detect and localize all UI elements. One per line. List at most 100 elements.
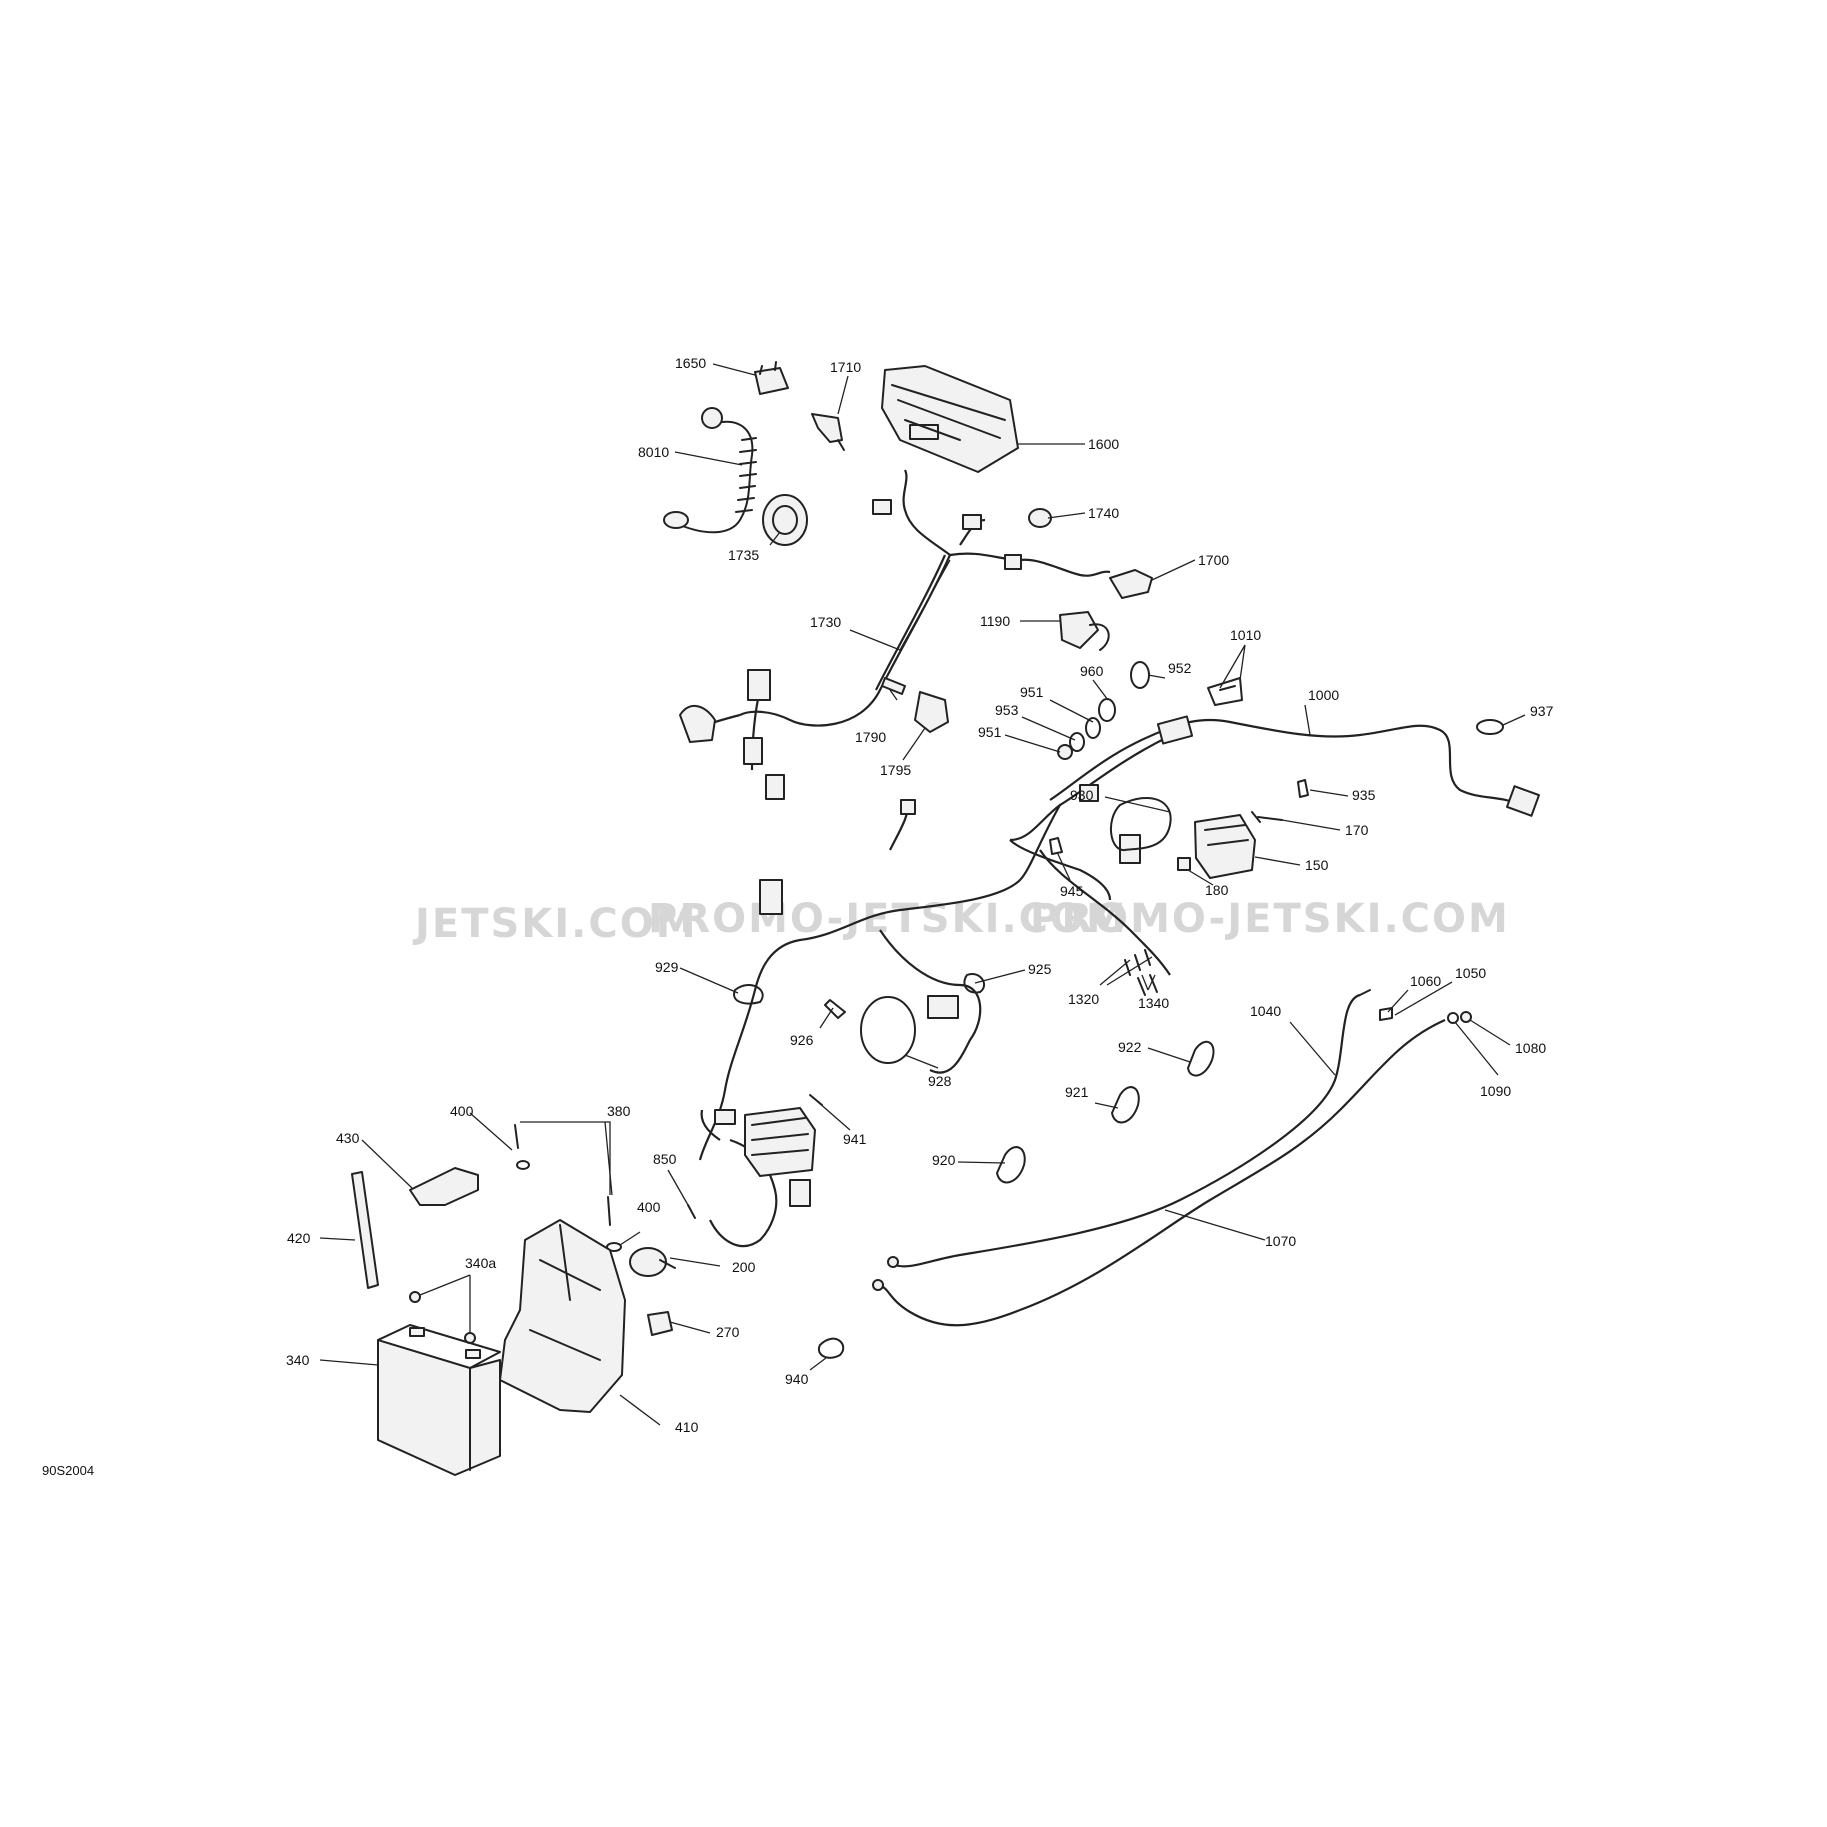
label-200: 200 (732, 1259, 756, 1275)
label-930: 930 (1070, 787, 1094, 803)
label-1000: 1000 (1308, 687, 1339, 703)
label-935: 935 (1352, 787, 1376, 803)
clip-937-part (1476, 719, 1504, 735)
label-1050: 1050 (1455, 965, 1486, 981)
label-1795: 1795 (880, 762, 911, 778)
label-1340: 1340 (1138, 995, 1169, 1011)
label-420: 420 (287, 1230, 311, 1246)
label-8010: 8010 (638, 444, 669, 460)
label-941: 941 (843, 1131, 867, 1147)
label-937: 937 (1530, 703, 1554, 719)
clip-945-part (1049, 837, 1063, 855)
grommet-1740-part (1028, 508, 1052, 528)
module-150-part (1194, 814, 1256, 879)
label-150: 150 (1305, 857, 1329, 873)
clip-929-part (733, 984, 764, 1005)
tie-952-part (1130, 661, 1150, 689)
screws-1320-part (1124, 949, 1151, 976)
label-920: 920 (932, 1152, 956, 1168)
cable-1040-part (887, 989, 1371, 1268)
tie-960-part (1098, 698, 1116, 722)
label-1040: 1040 (1250, 1003, 1281, 1019)
label-1740: 1740 (1088, 505, 1119, 521)
label-928: 928 (928, 1073, 952, 1089)
label-410: 410 (675, 1419, 699, 1435)
label-430: 430 (336, 1130, 360, 1146)
label-921: 921 (1065, 1084, 1089, 1100)
clip-926-part (824, 999, 846, 1019)
leader-lines (319, 363, 1526, 1426)
relay-1795-part (914, 691, 949, 733)
harness-1000-part (698, 715, 1540, 1248)
bolt-380-part (607, 1196, 611, 1226)
tie-951a-part (1085, 717, 1101, 739)
label-922: 922 (1118, 1039, 1142, 1055)
label-1060: 1060 (1410, 973, 1441, 989)
fuse-1790-part (881, 677, 906, 695)
label-180: 180 (1205, 882, 1229, 898)
gasket-920-part (996, 1146, 1026, 1184)
watermark-promo-jetski-1: PROMO-JETSKI.COM (648, 896, 1128, 942)
label-1710: 1710 (830, 359, 861, 375)
relay-270-part (647, 1311, 673, 1336)
clip-940-part (817, 1337, 845, 1359)
fuse-box-part (744, 1107, 816, 1177)
watermark-jetski: JETSKI.COM (412, 901, 698, 947)
label-1600: 1600 (1088, 436, 1119, 452)
label-960: 960 (1080, 663, 1104, 679)
tie-951b-part (1057, 744, 1073, 760)
solenoid-200-part (629, 1247, 676, 1277)
label-953: 953 (995, 702, 1019, 718)
label-940: 940 (785, 1371, 809, 1387)
gasket-922-part (1187, 1040, 1215, 1077)
label-945: 945 (1060, 883, 1084, 899)
bolt-170-part (1251, 811, 1283, 823)
nut-1080-part (1460, 1011, 1472, 1023)
clip-925-part (963, 973, 986, 994)
screw-850-part (687, 1204, 696, 1219)
nut-180-part (1177, 857, 1191, 871)
label-1790: 1790 (855, 729, 886, 745)
bolt-1060-part (1379, 1007, 1393, 1021)
label-1700: 1700 (1198, 552, 1229, 568)
sensor-1700-part (1109, 569, 1153, 599)
label-1080: 1080 (1515, 1040, 1546, 1056)
label-951-lower: 951 (978, 724, 1002, 740)
connector-1710-part (811, 413, 845, 451)
label-952: 952 (1168, 660, 1192, 676)
label-380: 380 (607, 1103, 631, 1119)
label-1730: 1730 (810, 614, 841, 630)
ignition-1735-part (762, 494, 808, 546)
label-926: 926 (790, 1032, 814, 1048)
label-400-upper: 400 (450, 1103, 474, 1119)
diagram-code: 90S2004 (42, 1463, 94, 1478)
label-340: 340 (286, 1352, 310, 1368)
washer-400a-part (516, 1160, 530, 1170)
screw-340a-1-part (409, 1291, 421, 1303)
lanyard-8010-part (663, 407, 757, 534)
washer-400b-part (606, 1242, 622, 1252)
switch-1650-part (754, 361, 789, 395)
label-925: 925 (1028, 961, 1052, 977)
clip-935-part (1297, 779, 1309, 798)
bracket-430-part (409, 1167, 479, 1206)
label-170: 170 (1345, 822, 1369, 838)
battery-tray-410-part (499, 1219, 626, 1413)
band-928-part (860, 996, 916, 1064)
gauge-cluster-part (881, 365, 1019, 473)
label-340a: 340a (465, 1255, 496, 1271)
washer-1090-part (1447, 1012, 1459, 1024)
strap-420-part (351, 1171, 379, 1289)
label-1190: 1190 (980, 613, 1010, 629)
battery-340-part (377, 1324, 501, 1476)
label-850: 850 (653, 1151, 677, 1167)
label-270: 270 (716, 1324, 740, 1340)
label-400-lower: 400 (637, 1199, 661, 1215)
tie-953-part (1069, 732, 1085, 752)
cable-1070-part (872, 1018, 1446, 1327)
label-1070: 1070 (1265, 1233, 1296, 1249)
label-1650: 1650 (675, 355, 706, 371)
screws-1340-part (1137, 974, 1158, 996)
relay-1190-part (1059, 611, 1110, 651)
